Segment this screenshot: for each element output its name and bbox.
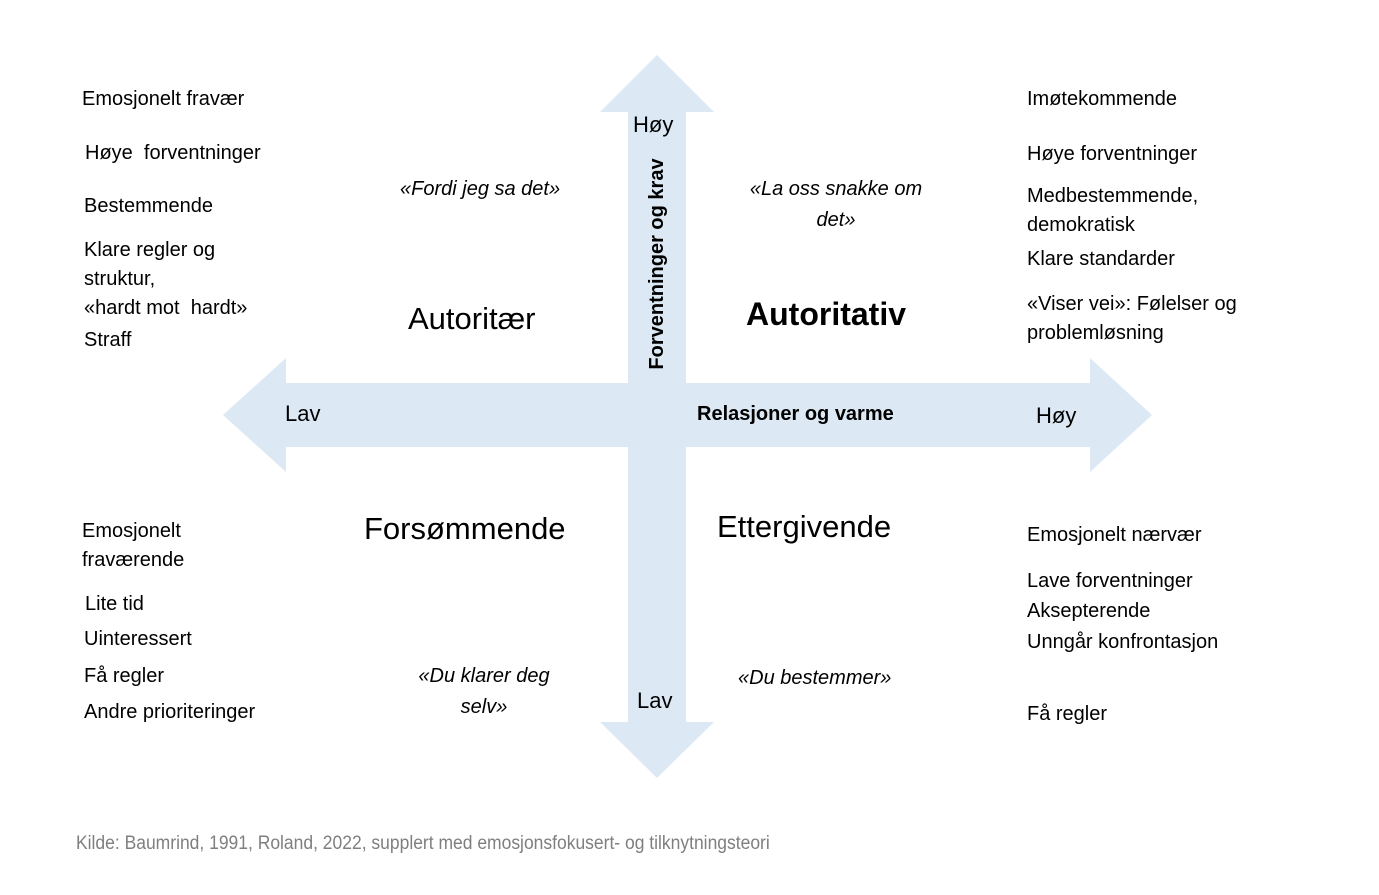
- trait-item: Imøtekommende: [1027, 88, 1178, 110]
- trait-item: Emosjonelt nærvær: [1027, 524, 1202, 546]
- horizontal-axis-low-label: Lav: [285, 401, 321, 426]
- horizontal-axis-title: Relasjoner og varme: [697, 403, 894, 425]
- trait-item: Lite tid: [85, 593, 144, 615]
- trait-item: Få regler: [1027, 703, 1108, 725]
- trait-item: Medbestemmende, demokratisk: [1027, 185, 1199, 236]
- trait-item: Klare regler og struktur, «hardt mot har…: [84, 239, 248, 319]
- vertical-axis-low-label: Lav: [637, 688, 673, 713]
- vertical-axis-high-label: Høy: [633, 112, 674, 137]
- trait-item: Høye forventninger: [1027, 143, 1198, 165]
- quadrant-forsommende-title: Forsømmende: [364, 511, 566, 546]
- trait-item: Aksepterende: [1027, 600, 1151, 622]
- source-caption: Kilde: Baumrind, 1991, Roland, 2022, sup…: [76, 833, 770, 854]
- horizontal-axis-arrow: [223, 358, 1152, 472]
- quadrant-autoritaer-title: Autoritær: [408, 301, 536, 336]
- quadrant-forsommende-quote: «Du klarer deg selv»: [418, 665, 550, 718]
- quadrant-autoritaer-quote: «Fordi jeg sa det»: [400, 178, 561, 200]
- quadrant-autoritativ-quote: «La oss snakke om det»: [749, 178, 923, 231]
- quadrant-ettergivende-quote: «Du bestemmer»: [738, 667, 892, 689]
- trait-item: Få regler: [84, 665, 165, 687]
- trait-item: Uinteressert: [84, 628, 192, 650]
- trait-item: Unngår konfrontasjon: [1027, 631, 1219, 653]
- trait-item: «Viser vei»: Følelser og problemløsning: [1027, 293, 1237, 344]
- trait-item: Bestemmende: [84, 195, 213, 217]
- trait-item: Andre prioriteringer: [84, 701, 256, 723]
- vertical-axis-title: Forventninger og krav: [646, 158, 668, 370]
- trait-item: Emosjonelt fraværende: [82, 520, 185, 571]
- trait-item: Straff: [84, 329, 132, 351]
- trait-item: Høye forventninger: [85, 142, 261, 164]
- trait-item: Lave forventninger: [1027, 570, 1193, 592]
- quadrant-autoritativ-title: Autoritativ: [746, 296, 906, 332]
- quadrant-ettergivende-title: Ettergivende: [717, 509, 892, 544]
- trait-item: Emosjonelt fravær: [82, 88, 245, 110]
- horizontal-axis-high-label: Høy: [1036, 403, 1077, 428]
- trait-item: Klare standarder: [1027, 248, 1175, 270]
